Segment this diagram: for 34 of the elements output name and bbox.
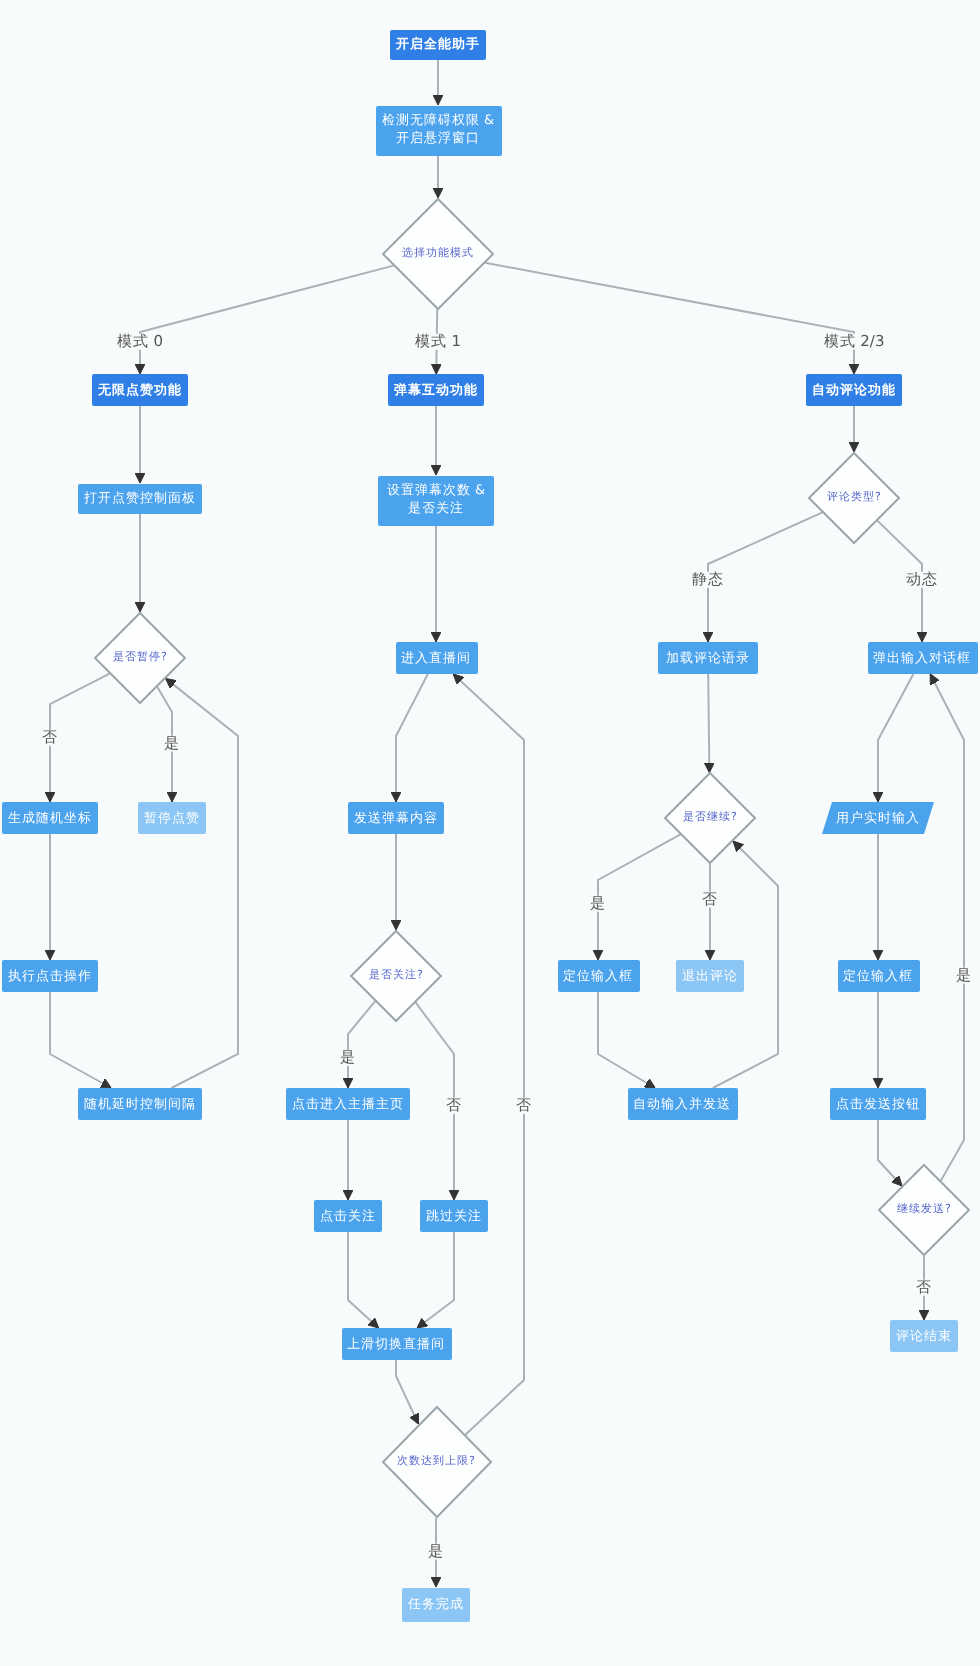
arrow	[872, 673, 915, 803]
arrow	[929, 673, 965, 1182]
arrow	[342, 1119, 354, 1201]
arrow	[592, 833, 682, 961]
arrow	[416, 1231, 455, 1329]
arrow	[134, 512, 146, 613]
arrow	[432, 154, 444, 199]
arrow	[432, 58, 444, 106]
arrow	[164, 677, 239, 1089]
arrow	[430, 524, 442, 643]
arrow	[452, 673, 525, 1437]
arrow	[134, 264, 395, 375]
arrow	[342, 1000, 377, 1089]
arrow	[711, 840, 779, 1089]
arrow	[49, 991, 113, 1089]
arrow	[156, 685, 178, 803]
arrow	[872, 833, 884, 961]
arrow	[414, 1001, 460, 1201]
arrow	[134, 405, 146, 484]
arrow	[390, 833, 402, 931]
arrow	[702, 511, 824, 643]
arrow	[390, 673, 429, 803]
arrow	[703, 673, 715, 774]
arrow	[44, 672, 111, 803]
arrow	[395, 1359, 420, 1425]
arrow	[44, 833, 56, 961]
arrow	[484, 261, 860, 375]
arrow	[597, 991, 657, 1089]
arrow	[877, 1119, 903, 1187]
arrow	[876, 519, 928, 643]
arrow	[347, 1231, 380, 1329]
arrow	[848, 405, 860, 453]
arrow	[872, 991, 884, 1089]
arrow	[430, 405, 442, 476]
